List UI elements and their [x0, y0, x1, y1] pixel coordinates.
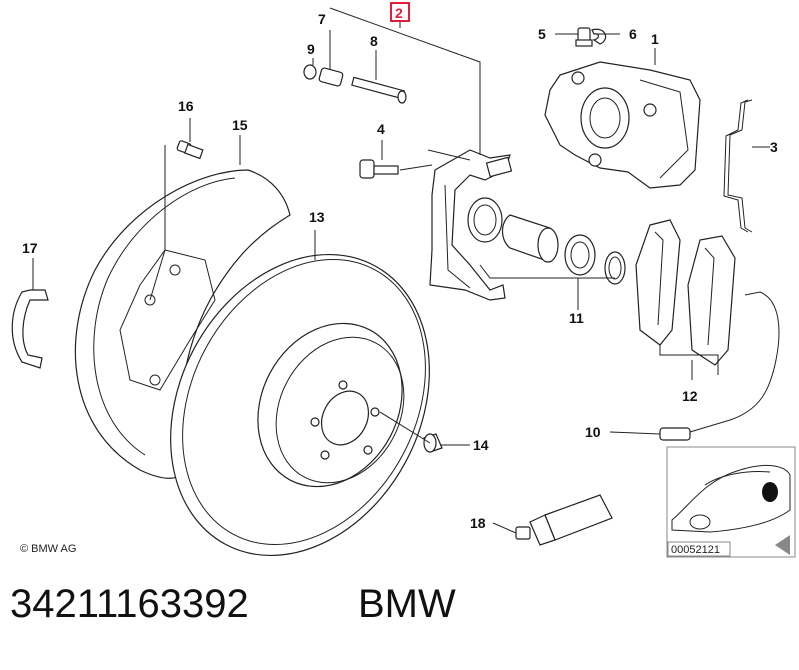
leader-lines: [32, 7, 770, 534]
brand-name: BMW: [358, 582, 456, 626]
wheel-location-marker: [762, 482, 778, 502]
callout-11: 11: [569, 310, 584, 326]
callout-4: 4: [377, 121, 385, 137]
vehicle-inset: 00052121: [666, 446, 796, 558]
callout-1: 1: [651, 31, 659, 47]
grease-tube: [515, 494, 613, 546]
callout-17: 17: [22, 240, 38, 256]
callout-14: 14: [473, 437, 489, 453]
brake-disc: [170, 253, 430, 557]
callout-12: 12: [682, 388, 698, 404]
callout-13: 13: [309, 209, 325, 225]
anti-rattle-spring: [723, 99, 753, 233]
bolt-16: [176, 140, 204, 160]
wheel-bolt: [423, 433, 443, 453]
inset-code: 00052121: [671, 544, 720, 556]
callout-3: 3: [770, 139, 778, 155]
guide-bolt-4: [359, 159, 399, 179]
wear-sensor: [659, 291, 780, 441]
callout-15: 15: [232, 117, 248, 133]
callout-2-highlight-box: [390, 2, 410, 22]
callout-6: 6: [629, 26, 637, 42]
caliper-housing: [544, 61, 701, 189]
part-number: 34211163392: [10, 582, 249, 626]
callout-9: 9: [307, 41, 315, 57]
callout-2: 2: [395, 5, 403, 21]
callout-5: 5: [538, 26, 546, 42]
callout-18: 18: [470, 515, 486, 531]
callout-16: 16: [178, 98, 194, 114]
bushing-9: [303, 64, 344, 87]
guide-pin-8: [351, 76, 407, 104]
callout-8: 8: [370, 33, 378, 49]
callout-10: 10: [585, 424, 601, 440]
copyright-text: © BMW AG: [20, 543, 76, 555]
callout-7: 7: [318, 11, 326, 27]
brake-pads: [635, 219, 736, 366]
clip-17: [11, 289, 49, 369]
dust-cap: [591, 28, 607, 45]
piston-seals: [467, 197, 626, 285]
brake-assembly-diagram: 7 2 8 9 4 5 6 1 3 16 15 13 17 11 12 10 1…: [11, 2, 796, 558]
caliper-carrier: [429, 149, 513, 301]
bleeder-valve: [575, 27, 593, 47]
